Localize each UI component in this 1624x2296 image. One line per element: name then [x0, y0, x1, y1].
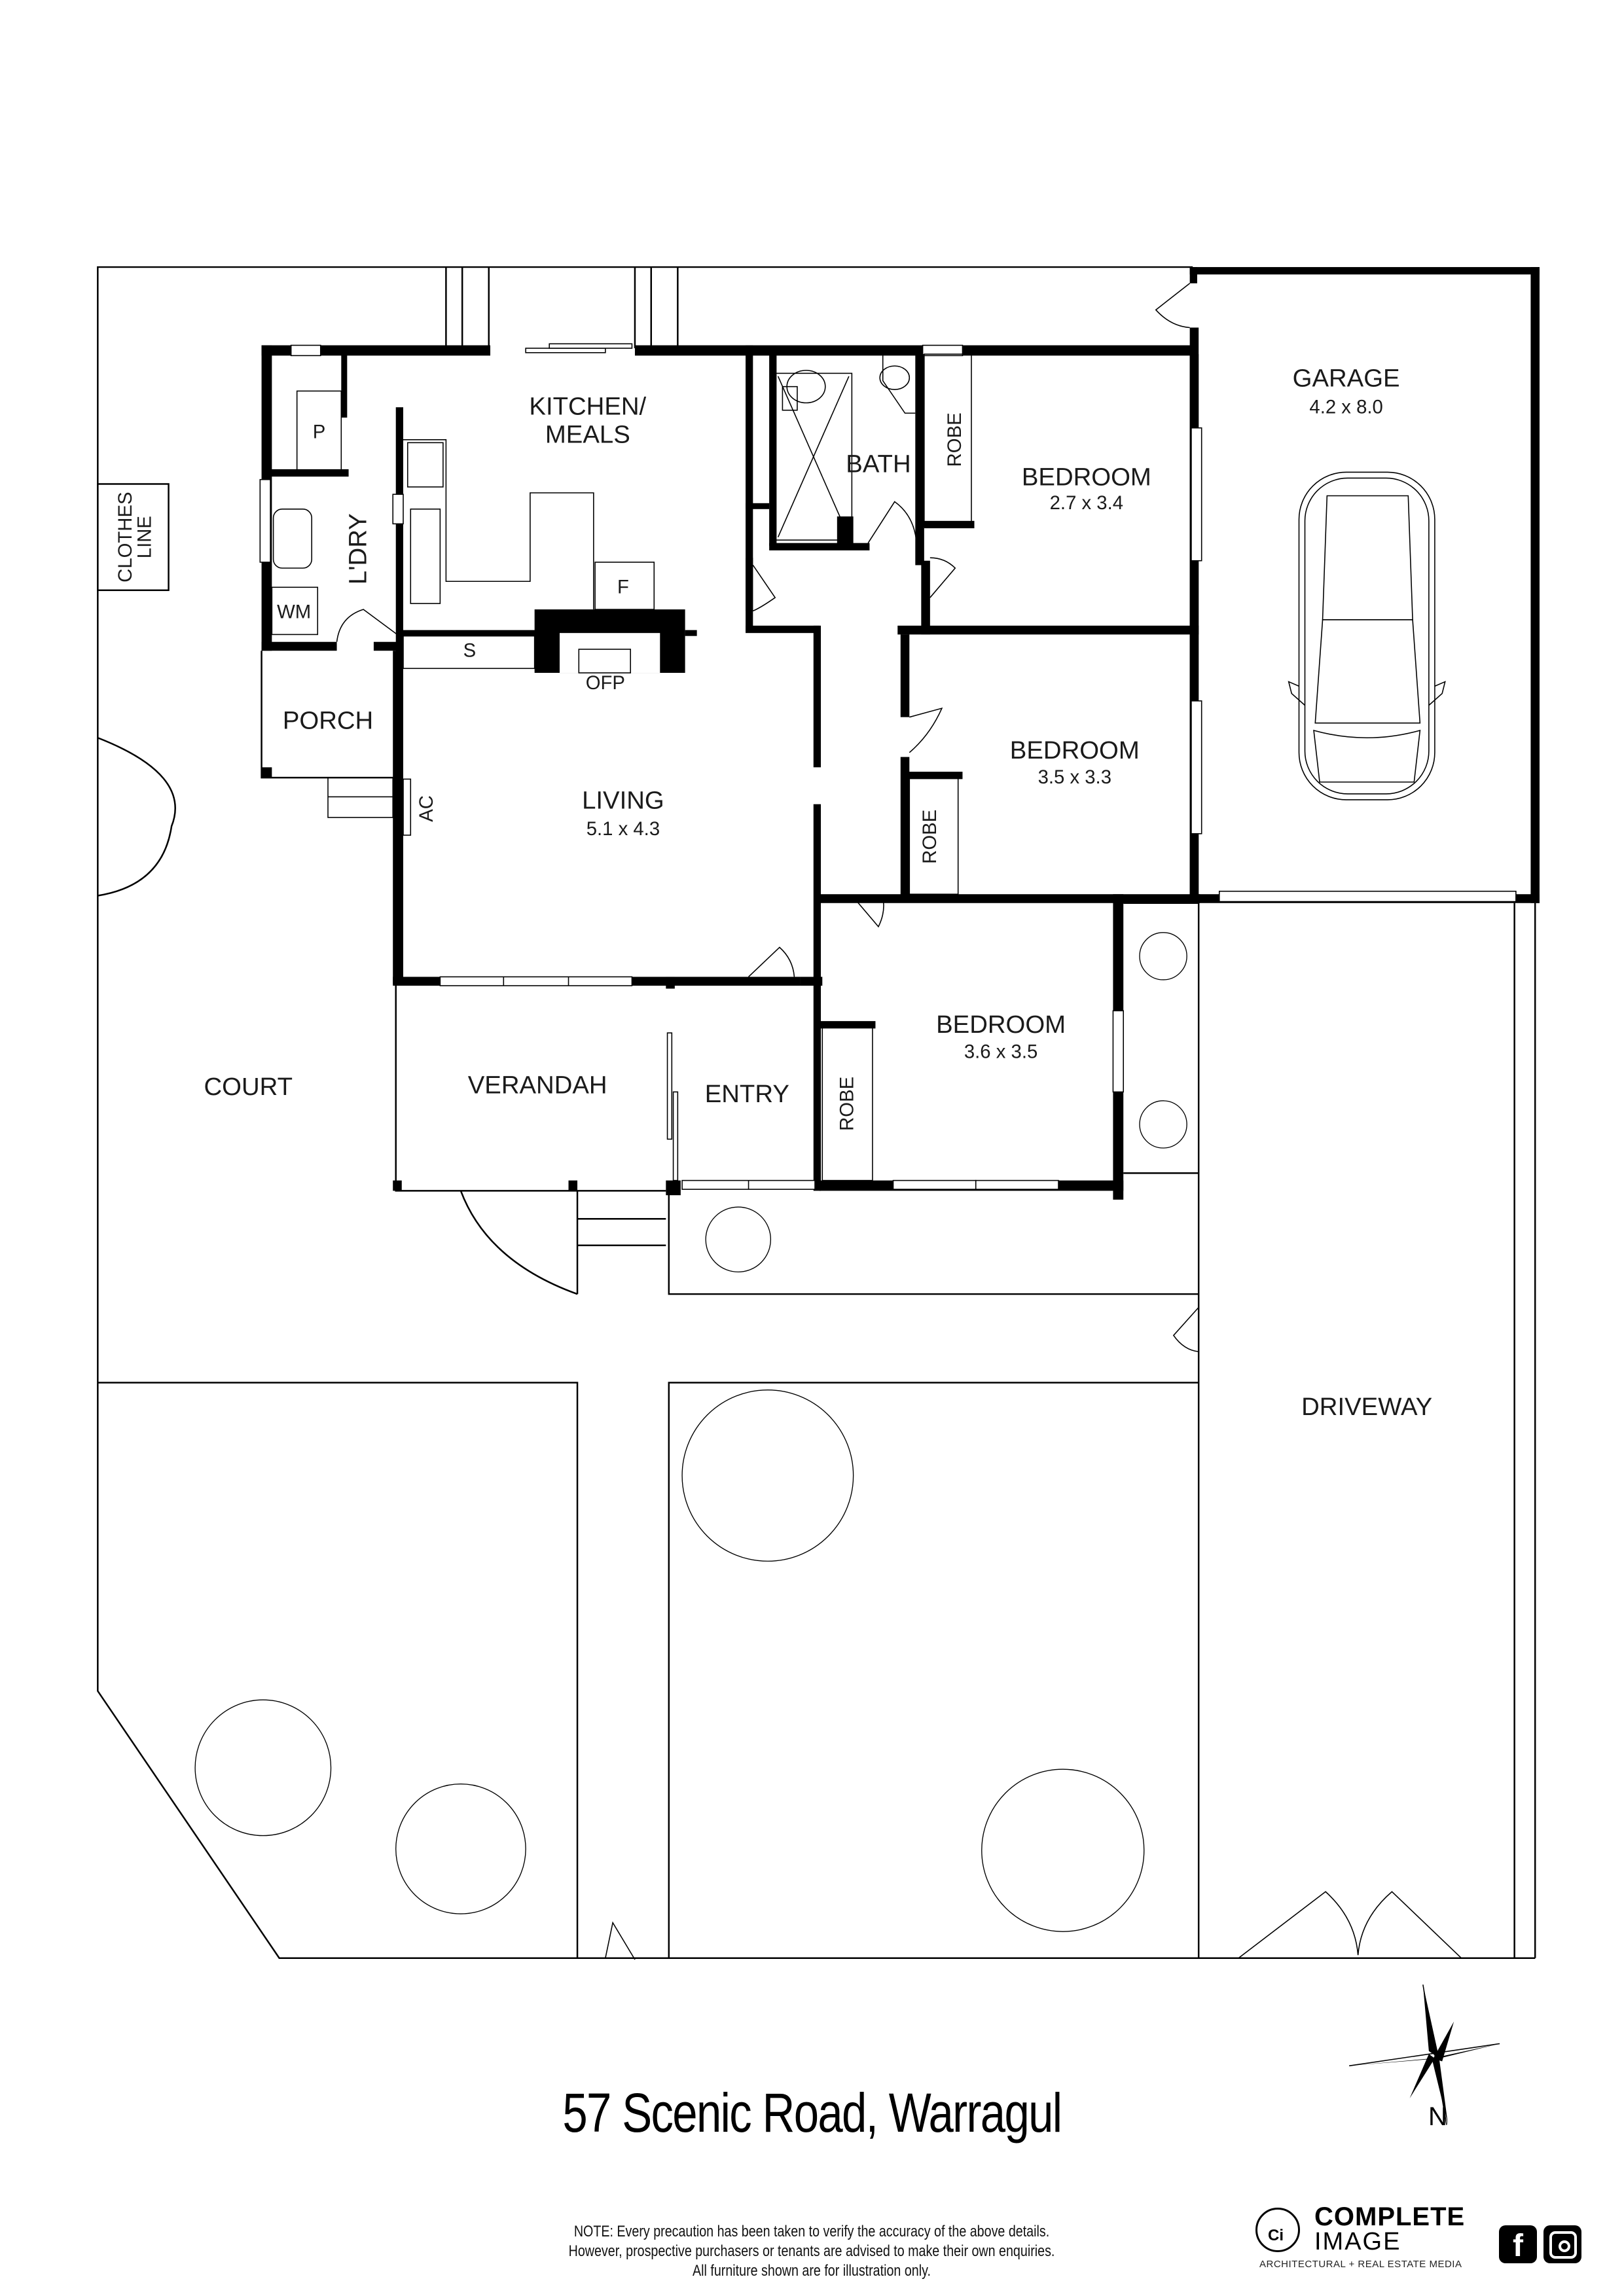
verandah-label: VERANDAH — [468, 1071, 607, 1100]
property-address: 57 Scenic Road, Warragul — [562, 2082, 1062, 2144]
fireplace-label: OFP — [586, 672, 625, 694]
bedroom3-label: BEDROOM — [936, 1011, 1066, 1039]
court-label: COURT — [204, 1073, 293, 1101]
brand-name-line1: COMPLETE — [1314, 2202, 1466, 2231]
driveway-label: DRIVEWAY — [1301, 1393, 1432, 1421]
robe2-label: ROBE — [919, 810, 941, 864]
washing-machine-label: WM — [277, 601, 311, 623]
bedroom1-label: BEDROOM — [1022, 463, 1151, 492]
car-icon — [1288, 471, 1446, 800]
living-dimensions: 5.1 x 4.3 — [586, 818, 660, 840]
bedroom3-dimensions: 3.6 x 3.5 — [964, 1041, 1038, 1062]
note-line: However, prospective purchasers or tenan… — [568, 2242, 1055, 2260]
camera-aperture-icon: Ci — [1255, 2208, 1300, 2252]
bedroom2-dimensions: 3.5 x 3.3 — [1038, 766, 1111, 788]
bedroom1-dimensions: 2.7 x 3.4 — [1050, 492, 1123, 514]
north-label: N — [1428, 2102, 1447, 2131]
kitchen-label-line1: KITCHEN/ — [529, 393, 646, 421]
ac-label: AC — [416, 795, 437, 822]
trees — [194, 932, 1187, 1932]
note-line: All furniture shown are for illustration… — [693, 2262, 931, 2280]
living-label: LIVING — [582, 786, 664, 814]
robe1-label: ROBE — [944, 412, 965, 467]
brand-name-line2: IMAGE — [1314, 2228, 1401, 2255]
garage-label: GARAGE — [1293, 365, 1400, 393]
bath-label: BATH — [846, 450, 911, 478]
garage-dimensions: 4.2 x 8.0 — [1309, 396, 1382, 418]
storage-label: S — [463, 639, 477, 661]
garage-walls — [1155, 267, 1540, 903]
instagram-icon[interactable] — [1543, 2225, 1581, 2263]
laundry-label: L'DRY — [344, 513, 372, 584]
brand-tagline: ARCHITECTURAL + REAL ESTATE MEDIA — [1259, 2259, 1462, 2270]
fridge-label: F — [617, 576, 629, 598]
house-walls — [97, 343, 1462, 1960]
bedroom2-label: BEDROOM — [1010, 736, 1140, 764]
facebook-icon[interactable]: f — [1499, 2225, 1537, 2263]
robe3-label: ROBE — [837, 1077, 858, 1131]
kitchen-label-line2: MEALS — [545, 420, 630, 448]
porch-label: PORCH — [283, 707, 373, 735]
disclaimer-note: NOTE: Every precaution has been taken to… — [490, 2222, 1134, 2281]
pergola-posts — [445, 267, 679, 349]
pantry-label: P — [313, 422, 326, 443]
clothes-line-label-1: CLOTHES — [115, 492, 136, 582]
clothes-line-label-2: LINE — [134, 516, 155, 558]
entry-label: ENTRY — [705, 1080, 789, 1108]
complete-image-logo: Ci COMPLETE IMAGE ARCHITECTURAL + REAL E… — [1255, 2202, 1491, 2274]
note-line: NOTE: Every precaution has been taken to… — [573, 2223, 1050, 2240]
